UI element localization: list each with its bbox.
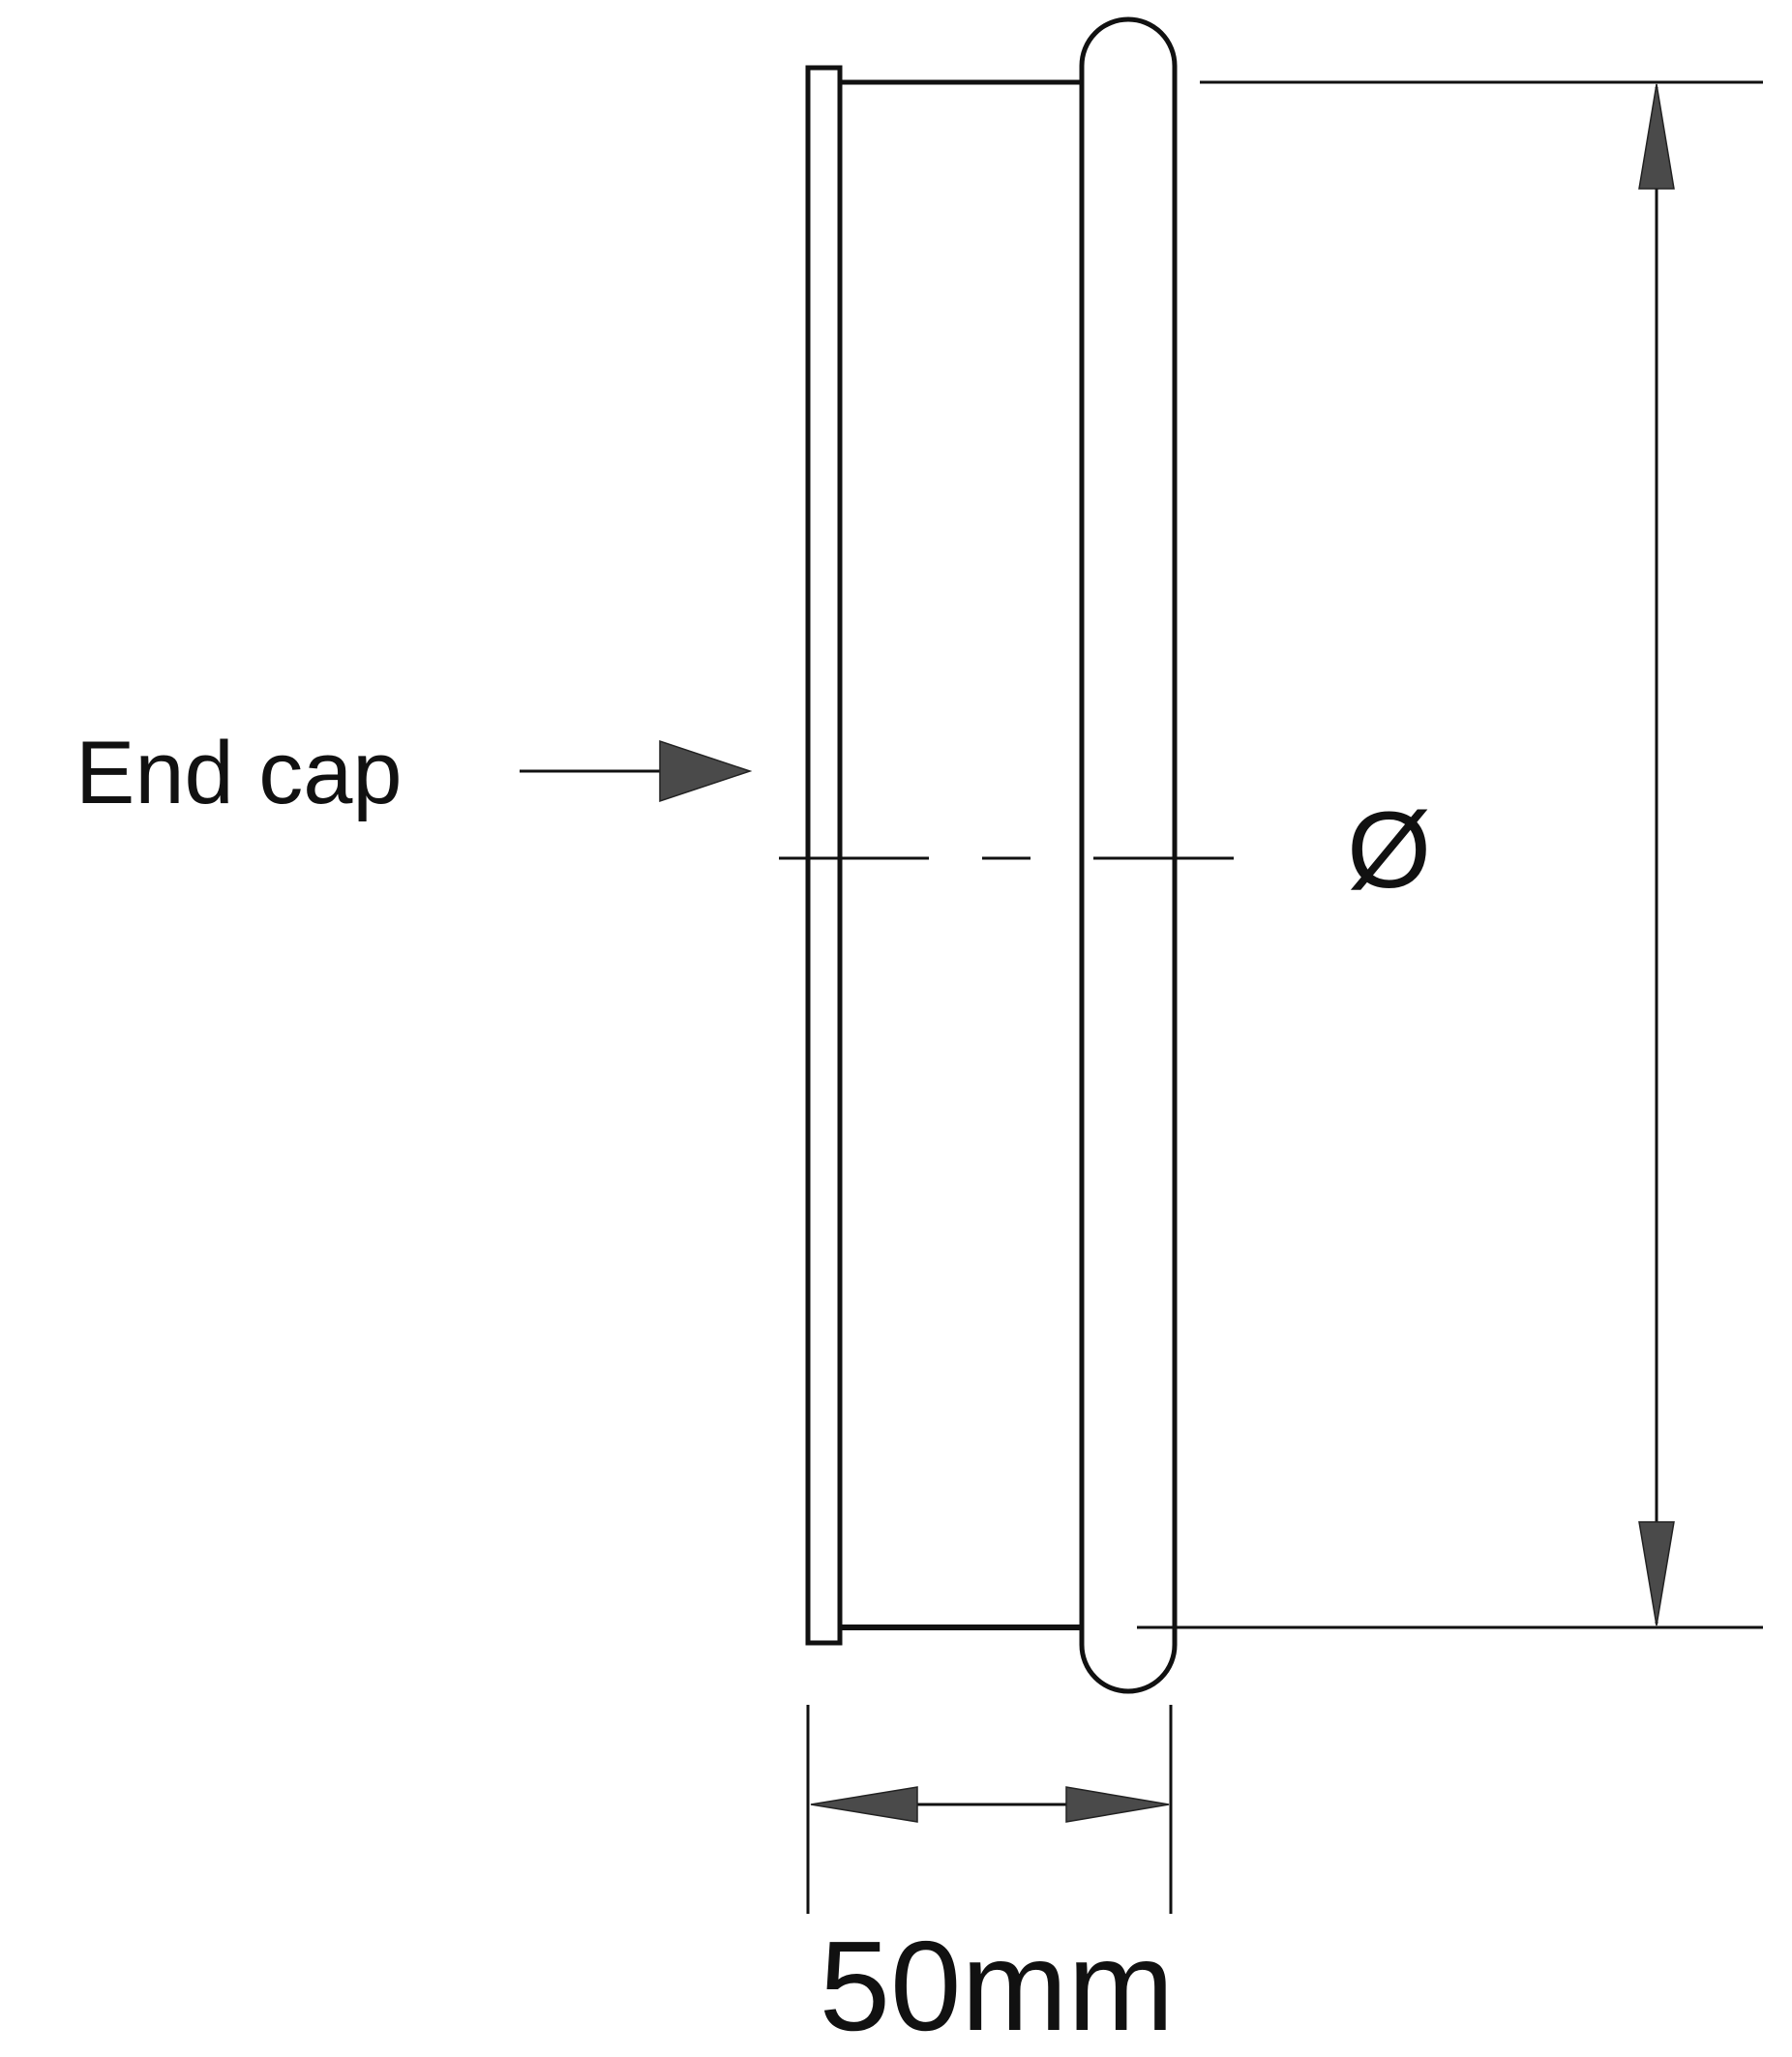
end-cap-label: End cap	[75, 724, 403, 822]
length-arrow-left	[810, 1786, 918, 1823]
diameter-symbol-label: Ø	[1347, 790, 1431, 910]
diameter-arrow-top	[1638, 83, 1675, 190]
gasket-ring	[1079, 16, 1178, 1694]
length-arrow-right	[1065, 1786, 1170, 1823]
length-dimension-label: 50mm	[820, 1915, 1175, 2057]
end-cap-flange	[805, 65, 843, 1646]
diameter-arrow-bottom	[1638, 1521, 1675, 1626]
end-cap-leader-arrow	[659, 739, 753, 803]
